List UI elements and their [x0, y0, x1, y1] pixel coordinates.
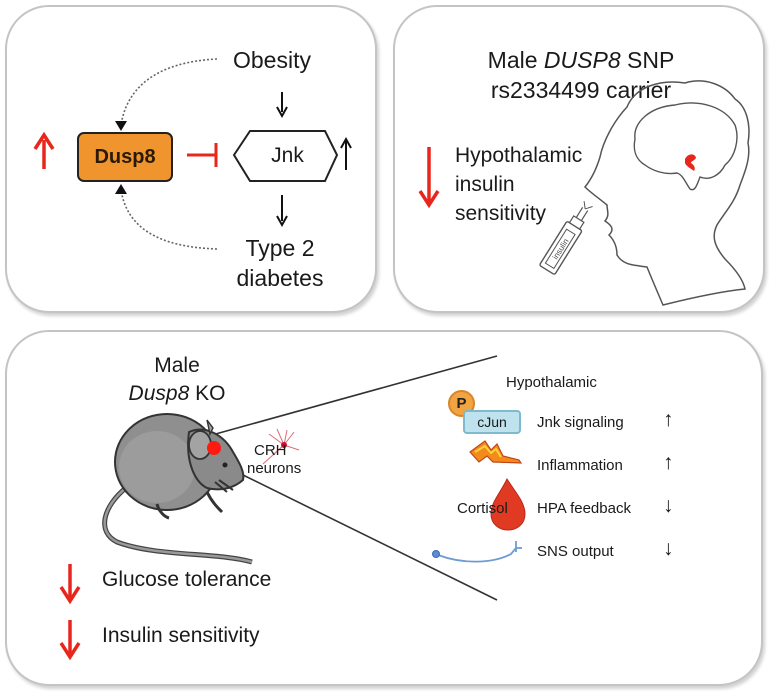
effect-label: SNS output: [537, 543, 614, 560]
jnk-label: Jnk: [271, 144, 304, 167]
insulin-spray-icon: insulin: [539, 201, 593, 275]
obesity-to-dusp8-curve: [120, 58, 218, 126]
panel-dusp8-jnk-pathway: Dusp8 Jnk Obesity Type 2 diabetes: [5, 5, 377, 313]
mouse-brain-spot: [207, 441, 221, 455]
effect-down-arrow-icon: ↓: [663, 494, 674, 517]
hypothalamus-spot: [685, 154, 696, 171]
pathway-arrows: [33, 58, 352, 250]
dusp8-node: Dusp8: [77, 132, 173, 182]
outcome-label: Glucose tolerance: [102, 568, 272, 591]
snp-title-gene: DUSP8: [543, 47, 621, 73]
effect-down-arrow-icon: ↓: [663, 537, 674, 560]
sns-neuron-icon: [432, 541, 522, 563]
effect-label: Jnk signaling: [537, 414, 624, 431]
effect-up-arrow-icon: ↑: [663, 408, 674, 431]
cjun-icon: cJun: [463, 410, 521, 434]
panel-mouse-ko: Male Dusp8 KO: [5, 330, 763, 686]
jnk-to-t2d-arrow-icon: [276, 195, 288, 228]
zoom-line-top: [211, 355, 498, 436]
ko-title-gene: Dusp8: [128, 382, 190, 405]
ko-title-line2: Dusp8 KO: [97, 382, 257, 406]
jnk-up-arrow-icon: [340, 136, 352, 170]
brain-outline: [633, 102, 738, 191]
effect-label: Inflammation: [537, 457, 623, 474]
ko-title-suffix: KO: [189, 382, 226, 405]
obesity-label: Obesity: [233, 47, 311, 73]
effect-up-arrow-icon: ↑: [663, 451, 674, 474]
mouse-illustration: [59, 355, 526, 661]
snp-title-line1: Male DUSP8 SNP: [395, 47, 767, 74]
crh-label-line2: neurons: [247, 460, 302, 477]
insulin-sensitivity-down-arrow-icon: [59, 620, 81, 661]
head-illustration: insulin: [418, 80, 750, 306]
effect-line1: Hypothalamic: [455, 144, 583, 167]
dusp8-up-arrow-icon: [33, 131, 55, 169]
t2d-label-line1: Type 2: [245, 235, 315, 261]
panel-human-snp: Male DUSP8 SNP rs2334499 carrier insulin…: [393, 5, 765, 313]
head-outline: [583, 80, 750, 306]
ko-title-line1: Male: [154, 354, 200, 377]
cortisol-label: Cortisol: [457, 500, 508, 517]
effect-line2: insulin: [455, 173, 515, 196]
snp-title-suffix: SNP: [620, 47, 675, 73]
outcome-label: Insulin sensitivity: [102, 624, 260, 647]
glucose-tolerance-down-arrow-icon: [59, 564, 81, 605]
crh-label-line1: CRH: [254, 442, 287, 459]
t2d-label-line2: diabetes: [236, 265, 324, 291]
inhibition-icon: [187, 143, 218, 167]
insulin-sensitivity-down-arrow-icon: [418, 147, 440, 209]
effect-line3: sensitivity: [455, 202, 547, 225]
effect-label: HPA feedback: [537, 500, 631, 517]
jnk-hexagon: [232, 130, 339, 182]
hypothalamic-header: Hypothalamic: [506, 374, 597, 391]
cortisol-drop-icon: [490, 477, 526, 531]
crh-neuron-icon: [262, 428, 300, 465]
obesity-to-jnk-arrow-icon: [276, 92, 288, 119]
zoom-line-bottom: [242, 474, 498, 601]
phospho-icon: P: [448, 390, 475, 417]
snp-title-prefix: Male: [487, 47, 544, 73]
t2d-to-dusp8-curve: [120, 189, 218, 250]
hypothalamic-effects: Hypothalamic P cJun Cortisol Jnk signali…: [407, 332, 707, 688]
